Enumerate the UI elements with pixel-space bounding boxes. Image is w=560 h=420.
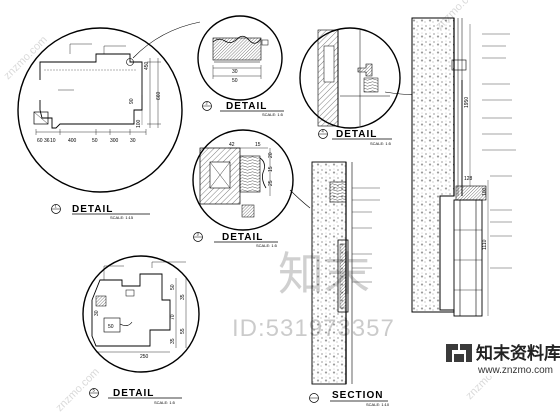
d1-dim-d: 400: [68, 138, 77, 144]
detail-4-marker-num: 4: [322, 129, 325, 134]
d5-dim-d: 55: [180, 328, 186, 334]
detail-3-marker-num: 3: [197, 232, 200, 237]
d1-dim-a: 60: [37, 138, 43, 144]
section-scale: SCALE: 1:10: [366, 402, 390, 407]
logo-url: www.znzmo.com: [477, 365, 553, 376]
detail-2-title-block: 2 DETAIL SCALE: 1:5: [202, 101, 284, 117]
detail-3-title-block: 3 DETAIL SCALE: 1:5: [193, 232, 278, 248]
d1-dim-f: 300: [110, 138, 119, 144]
wall-section-drawing: [411, 17, 516, 317]
detail-3-scale: SCALE: 1:5: [256, 243, 278, 248]
d1-dim-j: 100: [136, 119, 142, 128]
detail-5-drawing: [82, 255, 200, 373]
d5-dim-f: 250: [140, 354, 149, 360]
detail-3-dimensions: 42 15 20 15 25: [229, 142, 274, 186]
section-drawing: [311, 161, 380, 385]
wall-section-dimensions: 1950 128 100 1110: [464, 97, 488, 250]
detail-2-scale: SCALE: 1:5: [262, 112, 284, 117]
d1-dim-c: 10: [50, 138, 56, 144]
detail-2-drawing: [197, 15, 283, 101]
d5-dim-b: 35: [180, 294, 186, 300]
detail-1-dimensions: 60 36 10 400 50 300 30 450 660 100 90: [37, 61, 162, 144]
sec-dim-d: 1110: [482, 239, 488, 250]
detail-5-marker-num: 5: [93, 388, 96, 393]
d1-dim-g: 30: [130, 138, 136, 144]
watermark-big-text: 知末: [278, 247, 370, 301]
d1-dim-i: 660: [156, 91, 162, 100]
detail-2-dimensions: 30 50: [232, 69, 238, 84]
detail-1-drawing: [17, 21, 201, 193]
d3-dim-c: 20: [268, 152, 274, 158]
section-title: SECTION: [332, 390, 383, 401]
detail-4-drawing: [299, 27, 426, 129]
detail-4-title: DETAIL: [336, 129, 377, 140]
d5-dim-c: 70: [170, 314, 176, 320]
sec-dim-b: 128: [464, 176, 473, 182]
detail-5-title-block: 5 DETAIL SCALE: 1:5: [89, 388, 182, 405]
d1-dim-b: 36: [44, 138, 50, 144]
d3-dim-e: 25: [268, 180, 274, 186]
detail-4-scale: SCALE: 1:5: [370, 141, 392, 146]
logo-mark-icon: [446, 344, 472, 362]
detail-4-title-block: 4 DETAIL SCALE: 1:5: [318, 129, 392, 146]
detail-3-drawing: [192, 129, 311, 231]
d5-dim-a: 50: [170, 284, 176, 290]
detail-1-marker-num: 1: [55, 204, 58, 209]
detail-1-title-block: 1 DETAIL SCALE: 1:15: [51, 204, 150, 220]
d1-dim-h: 450: [144, 61, 150, 70]
watermark-id: ID:531973357: [232, 315, 395, 342]
sec-dim-a: 1950: [464, 97, 470, 108]
detail-2-marker-num: 2: [206, 101, 209, 106]
d3-dim-b: 15: [255, 142, 261, 148]
d1-dim-e: 50: [92, 138, 98, 144]
d5-dim-e: 35: [170, 338, 176, 344]
detail-2-title: DETAIL: [226, 101, 267, 112]
detail-5-scale: SCALE: 1:5: [154, 400, 176, 405]
d5-dim-g: 50: [108, 324, 114, 330]
d2-dim-b: 50: [232, 78, 238, 84]
detail-1-scale: SCALE: 1:15: [110, 215, 134, 220]
section-title-block: SECTION SCALE: 1:10: [309, 390, 390, 407]
d2-dim-a: 30: [232, 69, 238, 75]
d3-dim-a: 42: [229, 142, 235, 148]
sec-dim-c: 100: [482, 187, 488, 196]
d1-dim-k: 90: [129, 98, 135, 104]
detail-5-dimensions: 50 35 70 55 35 250 50 30: [94, 284, 186, 360]
watermark-logo: 知末资料库 www.znzmo.com: [442, 340, 560, 376]
d5-dim-h: 30: [94, 310, 100, 316]
detail-5-title: DETAIL: [113, 388, 154, 399]
d3-dim-d: 15: [268, 166, 274, 172]
detail-1-title: DETAIL: [72, 204, 113, 215]
logo-text: 知末资料库: [475, 343, 560, 364]
detail-3-title: DETAIL: [222, 232, 263, 243]
